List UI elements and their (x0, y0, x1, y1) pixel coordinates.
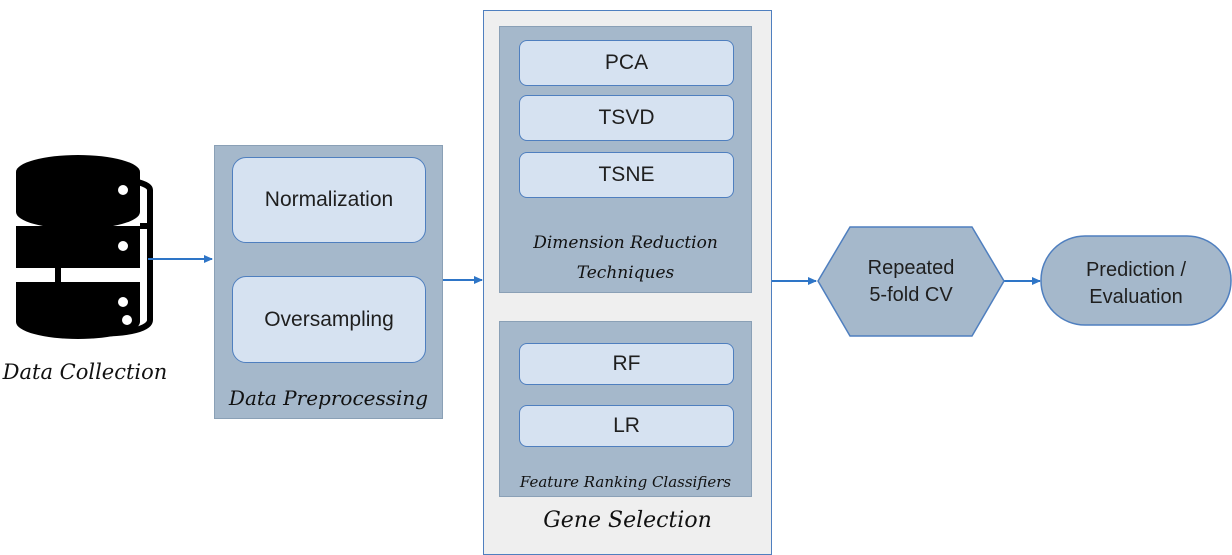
prediction-label-line2: Evaluation (1089, 286, 1183, 308)
preprocessing-title: Data Preprocessing (228, 386, 429, 410)
prediction-terminal (1040, 235, 1232, 326)
tsvd-box: TSVD (519, 95, 734, 141)
database-icon (13, 155, 153, 339)
cv-label-line2: 5-fold CV (869, 284, 953, 306)
gene-selection-title: Gene Selection (543, 508, 712, 533)
dimension-reduction-title-line2: Techniques (576, 263, 675, 283)
feature-ranking-title: Feature Ranking Classifiers (519, 473, 732, 491)
tsne-box: TSNE (519, 152, 734, 198)
cv-hexagon (817, 226, 1005, 337)
oversampling-box: Oversampling (232, 276, 426, 363)
cv-label-line1: Repeated (867, 257, 955, 279)
pca-box: PCA (519, 40, 734, 86)
lr-box: LR (519, 405, 734, 447)
rf-box: RF (519, 343, 734, 385)
normalization-box: Normalization (232, 157, 426, 243)
data-collection-label: Data Collection (2, 360, 168, 384)
prediction-label-line1: Prediction / (1085, 259, 1187, 281)
dimension-reduction-title-line1: Dimension Reduction (533, 233, 718, 253)
